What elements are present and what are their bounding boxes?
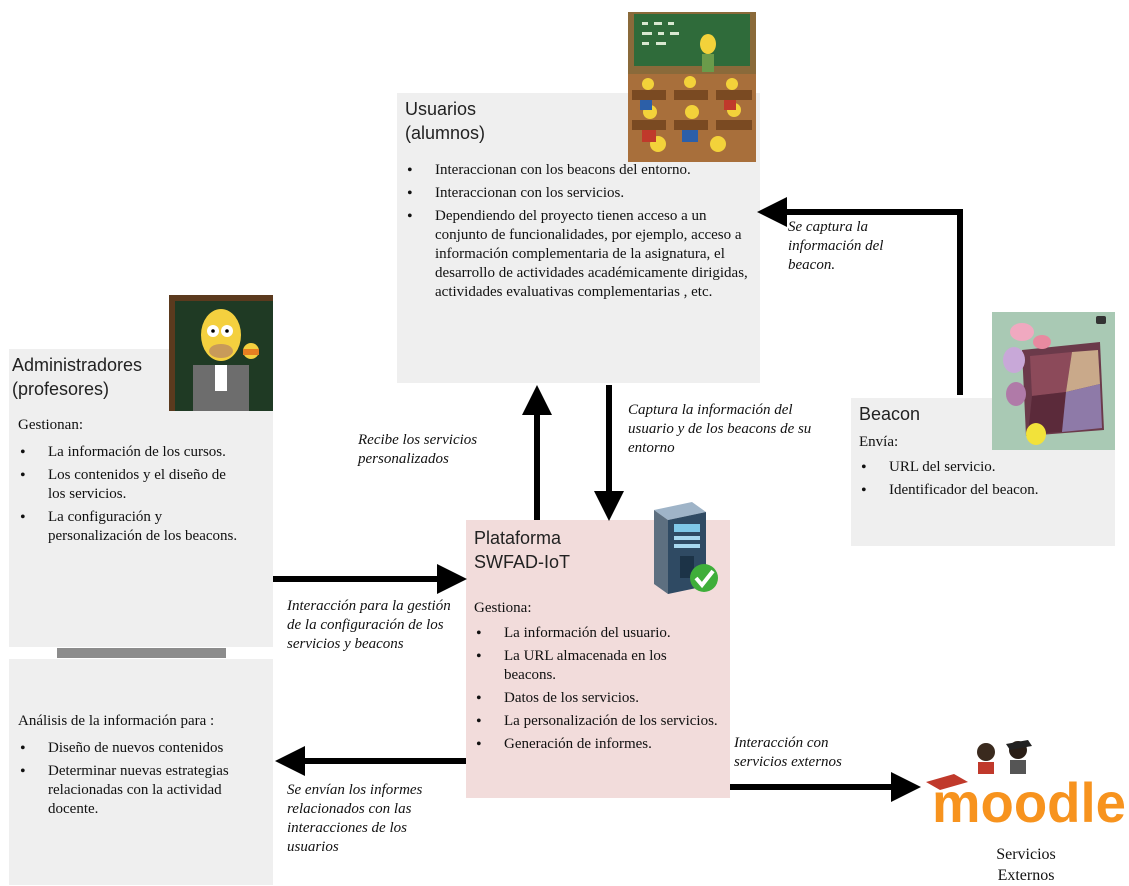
beacon-list: URL del servicio. Identificador del beac…: [859, 458, 1109, 504]
list-item: Interaccionan con los servicios.: [405, 184, 750, 203]
plataforma-list: La información del usuario. La URL almac…: [474, 624, 720, 758]
moodle-caption: Servicios Externos: [996, 846, 1056, 884]
beacon-lead: Envía:: [859, 434, 899, 450]
note-informes: Se envían los informes relacionados con …: [287, 782, 423, 855]
beacon-title: Beacon: [859, 404, 921, 424]
moodle-logo-text: moodle: [932, 771, 1126, 828]
list-item: La información del usuario.: [474, 624, 720, 643]
note-interaccion-gestion: Interacción para la gestión de la config…: [287, 598, 451, 652]
list-item: Interaccionan con los beacons del entorn…: [405, 161, 750, 180]
analisis-lead: Análisis de la información para :: [18, 713, 215, 729]
plataforma-box: Plataforma SWFAD-IoT Gestiona: La inform…: [466, 520, 730, 798]
classroom-image: [628, 12, 756, 162]
list-item: Identificador del beacon.: [859, 481, 1109, 500]
moodle-logo: moodle: [924, 738, 1129, 828]
list-item: La configuración y personalización de lo…: [18, 508, 238, 546]
list-item: La información de los cursos.: [18, 443, 238, 462]
administradores-list: La información de los cursos. Los conten…: [18, 443, 238, 550]
server-icon: [640, 500, 732, 598]
list-item: La personalización de los servicios.: [474, 712, 720, 731]
teacher-image: [169, 295, 273, 411]
usuarios-title: Usuarios (alumnos): [405, 99, 486, 143]
list-item: URL del servicio.: [859, 458, 1109, 477]
arrow-beacon-to-usuarios: [757, 197, 963, 395]
list-item: La URL almacenada en los beacons.: [474, 647, 720, 685]
analisis-box: Análisis de la información para : Diseño…: [9, 659, 273, 885]
list-item: Dependiendo del proyecto tienen acceso a…: [405, 207, 750, 302]
list-item: Determinar nuevas estrategias relacionad…: [18, 762, 263, 819]
list-item: Los contenidos y el diseño de los servic…: [18, 466, 238, 504]
note-captura-usuario: Captura la información del usuario y de …: [628, 402, 812, 456]
beacon-product-image: [992, 312, 1115, 450]
note-interaccion-externos: Interacción con servicios externos: [734, 735, 842, 770]
note-recibe: Recibe los servicios personalizados: [358, 432, 478, 467]
list-item: Diseño de nuevos contenidos: [18, 739, 263, 758]
list-item: Datos de los servicios.: [474, 689, 720, 708]
analisis-list: Diseño de nuevos contenidos Determinar n…: [18, 739, 263, 823]
usuarios-list: Interaccionan con los beacons del entorn…: [405, 161, 750, 306]
plataforma-lead: Gestiona:: [474, 600, 532, 616]
administradores-title: Administradores (profesores): [12, 355, 143, 399]
list-item: Generación de informes.: [474, 735, 720, 754]
administradores-lead: Gestionan:: [18, 417, 83, 433]
plataforma-title: Plataforma SWFAD-IoT: [474, 528, 571, 572]
divider-bar: [57, 648, 226, 658]
note-captura-beacon: Se captura la información del beacon.: [788, 219, 884, 273]
